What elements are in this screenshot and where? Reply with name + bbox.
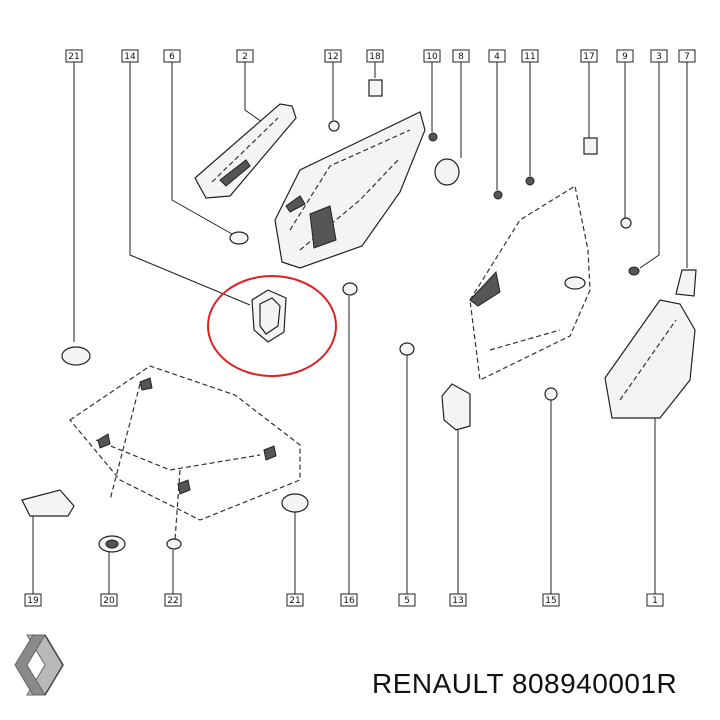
callout-8: 8 <box>452 49 470 63</box>
svg-text:15: 15 <box>545 596 556 606</box>
callout-15: 15 <box>542 593 560 607</box>
svg-text:19: 19 <box>27 596 39 606</box>
highlight-ring <box>207 275 337 377</box>
clip-part-6 <box>229 231 249 245</box>
bezel-part-7 <box>675 269 697 297</box>
highlighted-part-14 <box>207 275 337 377</box>
svg-text:2: 2 <box>242 52 248 62</box>
handle-part-13 <box>441 383 471 431</box>
plug-part-16 <box>342 282 358 296</box>
callout-12: 12 <box>324 49 342 63</box>
door-trim-panel-part-2 <box>194 103 297 199</box>
callout-20: 20 <box>100 593 118 607</box>
clip-part-11 <box>525 176 535 186</box>
callout-17: 17 <box>580 49 598 63</box>
clips <box>229 79 697 431</box>
grommet-part-21-bottom <box>281 493 309 513</box>
lower-dashed-assembly <box>69 365 301 541</box>
svg-text:21: 21 <box>68 52 79 62</box>
callout-19: 19 <box>24 593 42 607</box>
cover-part-8 <box>434 158 460 186</box>
callouts-top: 21 14 6 2 12 18 10 8 4 11 17 9 3 7 <box>65 49 696 63</box>
svg-text:14: 14 <box>124 52 136 62</box>
plug-part-22 <box>166 538 182 550</box>
clip-part-3 <box>628 266 640 276</box>
svg-text:22: 22 <box>167 596 178 606</box>
callout-21-bottom: 21 <box>286 593 304 607</box>
svg-text:4: 4 <box>494 52 500 62</box>
callout-4: 4 <box>488 49 506 63</box>
callout-5: 5 <box>398 593 416 607</box>
clip-part-10 <box>428 132 438 142</box>
leader-lines <box>32 62 688 594</box>
svg-text:20: 20 <box>103 596 115 606</box>
callout-3: 3 <box>650 49 668 63</box>
callout-18: 18 <box>366 49 384 63</box>
part-number-caption: RENAULT 808940001R <box>372 668 678 699</box>
svg-text:18: 18 <box>369 52 381 62</box>
lower-parts <box>21 346 309 553</box>
plug-part-12 <box>328 120 340 132</box>
callout-11: 11 <box>521 49 539 63</box>
svg-text:13: 13 <box>452 596 463 606</box>
callout-22: 22 <box>164 593 182 607</box>
clip-part-4 <box>493 190 503 200</box>
callout-10: 10 <box>423 49 441 63</box>
svg-text:1: 1 <box>652 596 658 606</box>
svg-text:8: 8 <box>458 52 464 62</box>
front-door-frame <box>274 111 426 269</box>
callout-16: 16 <box>340 593 358 607</box>
handle-bezel-part-19 <box>21 489 75 517</box>
clip-part-5 <box>399 342 415 356</box>
callout-1: 1 <box>646 593 664 607</box>
callout-2: 2 <box>236 49 254 63</box>
svg-text:5: 5 <box>404 596 410 606</box>
svg-text:16: 16 <box>343 596 355 606</box>
callout-7: 7 <box>678 49 696 63</box>
callout-21-top: 21 <box>65 49 83 63</box>
rear-door-frame <box>469 185 591 381</box>
grommet-part-21-top <box>61 346 91 366</box>
clip-part-9 <box>620 217 632 229</box>
renault-diamond-logo <box>14 634 64 696</box>
pad-part-17 <box>583 137 598 155</box>
svg-text:10: 10 <box>426 52 438 62</box>
svg-text:9: 9 <box>622 52 628 62</box>
svg-text:11: 11 <box>524 52 535 62</box>
plug-part-15 <box>544 387 558 401</box>
svg-text:17: 17 <box>583 52 594 62</box>
callout-9: 9 <box>616 49 634 63</box>
callout-14: 14 <box>121 49 139 63</box>
pad-part-18 <box>368 79 383 97</box>
svg-text:21: 21 <box>289 596 300 606</box>
svg-text:6: 6 <box>169 52 175 62</box>
callouts-bottom: 19 20 22 21 16 5 13 15 1 <box>24 593 664 607</box>
bracket-rear <box>564 276 586 290</box>
svg-text:7: 7 <box>684 52 690 62</box>
rear-door-trim-panel-part-1 <box>604 299 696 419</box>
svg-text:3: 3 <box>656 52 662 62</box>
callout-13: 13 <box>449 593 467 607</box>
callout-6: 6 <box>163 49 181 63</box>
svg-text:12: 12 <box>327 52 338 62</box>
